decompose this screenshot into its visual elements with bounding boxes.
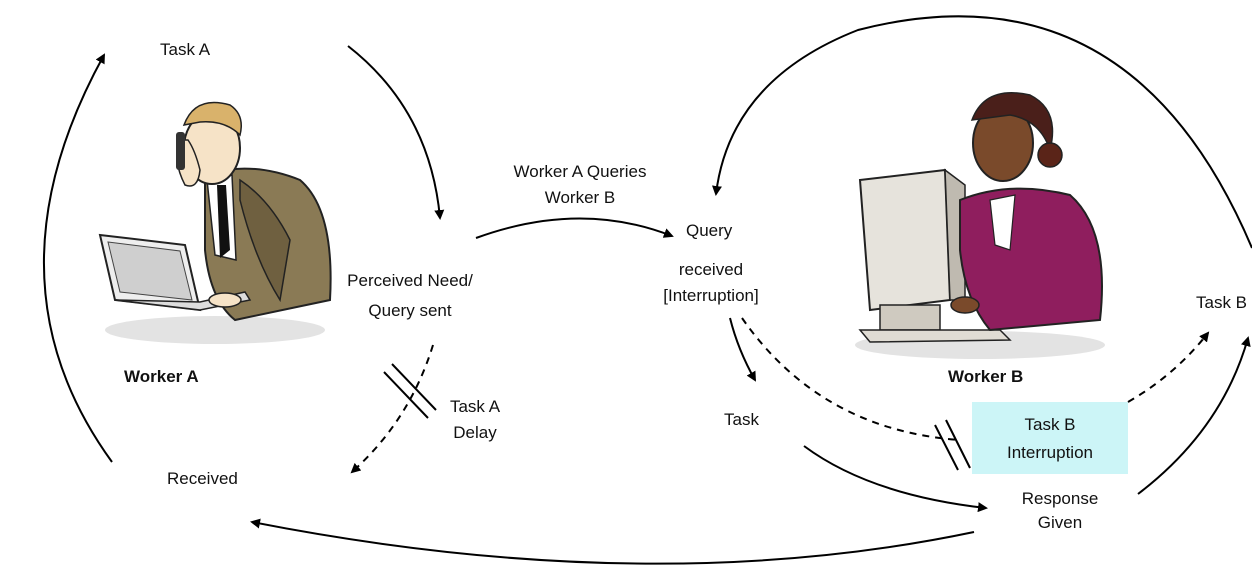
arrow-query-to-interruption-dashed (741, 317, 961, 441)
arrow-need-to-query (475, 217, 674, 239)
arrow-task-a-to-need (347, 45, 445, 220)
arrow-need-to-received-dashed (350, 344, 434, 474)
label-task-a-delay: Task A Delay (440, 396, 510, 444)
label-task: Task (724, 410, 759, 429)
task-a-delay-line2: Delay (453, 423, 497, 442)
label-worker-a: Worker A (124, 367, 199, 386)
worker-a-illustration (98, 101, 332, 344)
perceived-need-line2: Query sent (368, 301, 452, 320)
arrow-received-to-task-a (43, 53, 113, 463)
queries-line1: Worker A Queries (513, 162, 647, 181)
response-line2: Given (1037, 513, 1083, 532)
label-worker-b: Worker B (948, 367, 1024, 386)
label-queries: Worker A Queries Worker B (490, 161, 670, 209)
arrow-task-to-response (803, 445, 988, 513)
task-b-interruption-box (972, 402, 1128, 474)
arrow-task-b-to-query (712, 15, 1252, 249)
arrow-query-to-task (729, 317, 756, 382)
arrow-interruption-to-task-b-dashed (1127, 331, 1210, 403)
label-task-b-interruption: Task B Interruption (972, 414, 1128, 464)
label-response-given: Response Given (1000, 488, 1120, 534)
query-received-line1: received (678, 260, 744, 279)
response-line1: Response (1021, 489, 1099, 508)
worker-b-illustration (855, 92, 1105, 359)
label-task-a: Task A (160, 40, 211, 59)
task-b-interruption-line2: Interruption (1007, 443, 1093, 462)
query-received-line2: [Interruption] (663, 286, 759, 305)
label-task-b: Task B (1196, 293, 1248, 312)
arrow-response-to-received (250, 518, 975, 565)
perceived-need-line1: Perceived Need/ (347, 271, 473, 290)
queries-line2: Worker B (544, 188, 616, 207)
label-received: Received (167, 469, 238, 488)
label-query-received: received [Interruption] (646, 259, 776, 307)
task-a-delay-line1: Task A (449, 397, 501, 416)
task-b-interruption-line1: Task B (1024, 415, 1076, 434)
arrows (43, 15, 1252, 565)
label-perceived-need: Perceived Need/ Query sent (330, 270, 490, 322)
label-query: Query (686, 221, 733, 240)
arrow-response-to-task-b (1137, 336, 1251, 495)
